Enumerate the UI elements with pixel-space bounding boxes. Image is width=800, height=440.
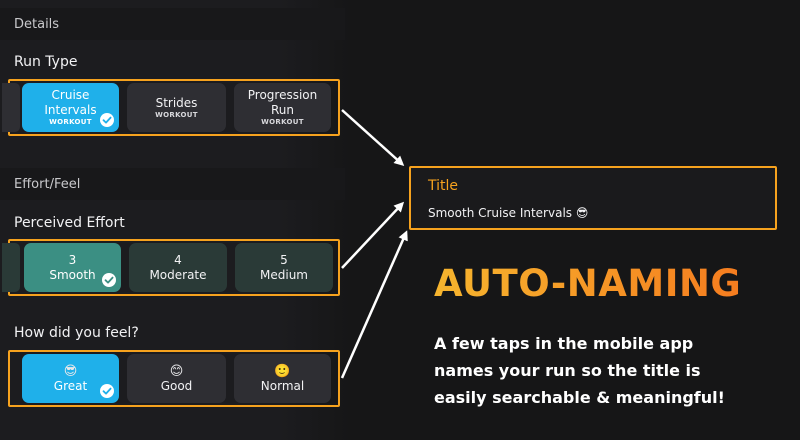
check-circle-icon: [100, 113, 114, 127]
option-name: Strides: [155, 95, 198, 110]
feel-selector: 😎 Great 😊 Good 🙂 Normal: [8, 350, 340, 407]
check-circle-icon: [102, 273, 116, 287]
run-type-option-strides[interactable]: Strides WORKOUT: [127, 83, 226, 132]
run-type-selector: Cruise Intervals WORKOUT Strides WORKOUT…: [2, 79, 340, 136]
feel-option-good[interactable]: 😊 Good: [127, 354, 226, 403]
promo-tagline: A few taps in the mobile app names your …: [434, 330, 794, 411]
feel-name: Normal: [260, 378, 305, 393]
perceived-effort-label: Perceived Effort: [14, 215, 125, 231]
feel-label: How did you feel?: [14, 325, 139, 341]
title-label: Title: [428, 178, 459, 194]
run-type-option-cruise-intervals[interactable]: Cruise Intervals WORKOUT: [22, 83, 119, 132]
section-title: Details: [14, 17, 60, 32]
option-name: Run: [270, 103, 294, 117]
feel-option-normal[interactable]: 🙂 Normal: [234, 354, 331, 403]
arrow-right-icon: [341, 109, 405, 167]
run-type-label: Run Type: [14, 54, 78, 70]
perceived-effort-selector: 3 Smooth 4 Moderate 5 Medium: [2, 239, 340, 296]
effort-option-smooth[interactable]: 3 Smooth: [24, 243, 121, 292]
option-subtitle: WORKOUT: [155, 110, 198, 119]
scroll-edge-option[interactable]: [2, 243, 20, 292]
section-header-details: Details: [0, 8, 345, 40]
feel-name: Good: [160, 378, 193, 393]
run-type-option-progression-run[interactable]: Progression Run WORKOUT: [234, 83, 331, 132]
tagline-line: A few taps in the mobile app: [434, 334, 694, 353]
effort-option-moderate[interactable]: 4 Moderate: [129, 243, 227, 292]
effort-name: Smooth: [49, 267, 96, 282]
section-header-effort-feel: Effort/Feel: [0, 168, 345, 200]
section-title: Effort/Feel: [14, 177, 81, 192]
feel-name: Great: [53, 378, 88, 393]
arrow-right-icon: [341, 201, 405, 269]
generated-title: Smooth Cruise Intervals 😎: [428, 206, 589, 220]
arrow-right-icon: [340, 230, 408, 379]
feel-option-great[interactable]: 😎 Great: [22, 354, 119, 403]
effort-value: 4: [174, 252, 182, 267]
check-circle-icon: [100, 384, 114, 398]
slight-smile-face-icon: 🙂: [274, 363, 291, 379]
option-name: Progression: [247, 88, 318, 102]
option-subtitle: WORKOUT: [49, 118, 92, 126]
effort-name: Medium: [260, 267, 308, 282]
promo-headline: AUTO-NAMING: [434, 262, 742, 305]
effort-value: 5: [280, 252, 288, 267]
effort-value: 3: [68, 252, 77, 267]
effort-option-medium[interactable]: 5 Medium: [235, 243, 333, 292]
tagline-line: names your run so the title is: [434, 361, 701, 380]
option-subtitle: WORKOUT: [261, 118, 304, 126]
option-name: Cruise: [51, 88, 90, 102]
scroll-edge-option[interactable]: [2, 83, 20, 132]
sunglasses-face-icon: 😎: [63, 363, 78, 379]
tagline-line: easily searchable & meaningful!: [434, 388, 725, 407]
title-preview-card: Title Smooth Cruise Intervals 😎: [409, 166, 777, 230]
smiling-face-icon: 😊: [169, 363, 184, 379]
mobile-app-panel: Details Run Type Cruise Intervals WORKOU…: [0, 0, 350, 440]
effort-name: Moderate: [149, 267, 207, 282]
option-name: Intervals: [44, 103, 97, 117]
